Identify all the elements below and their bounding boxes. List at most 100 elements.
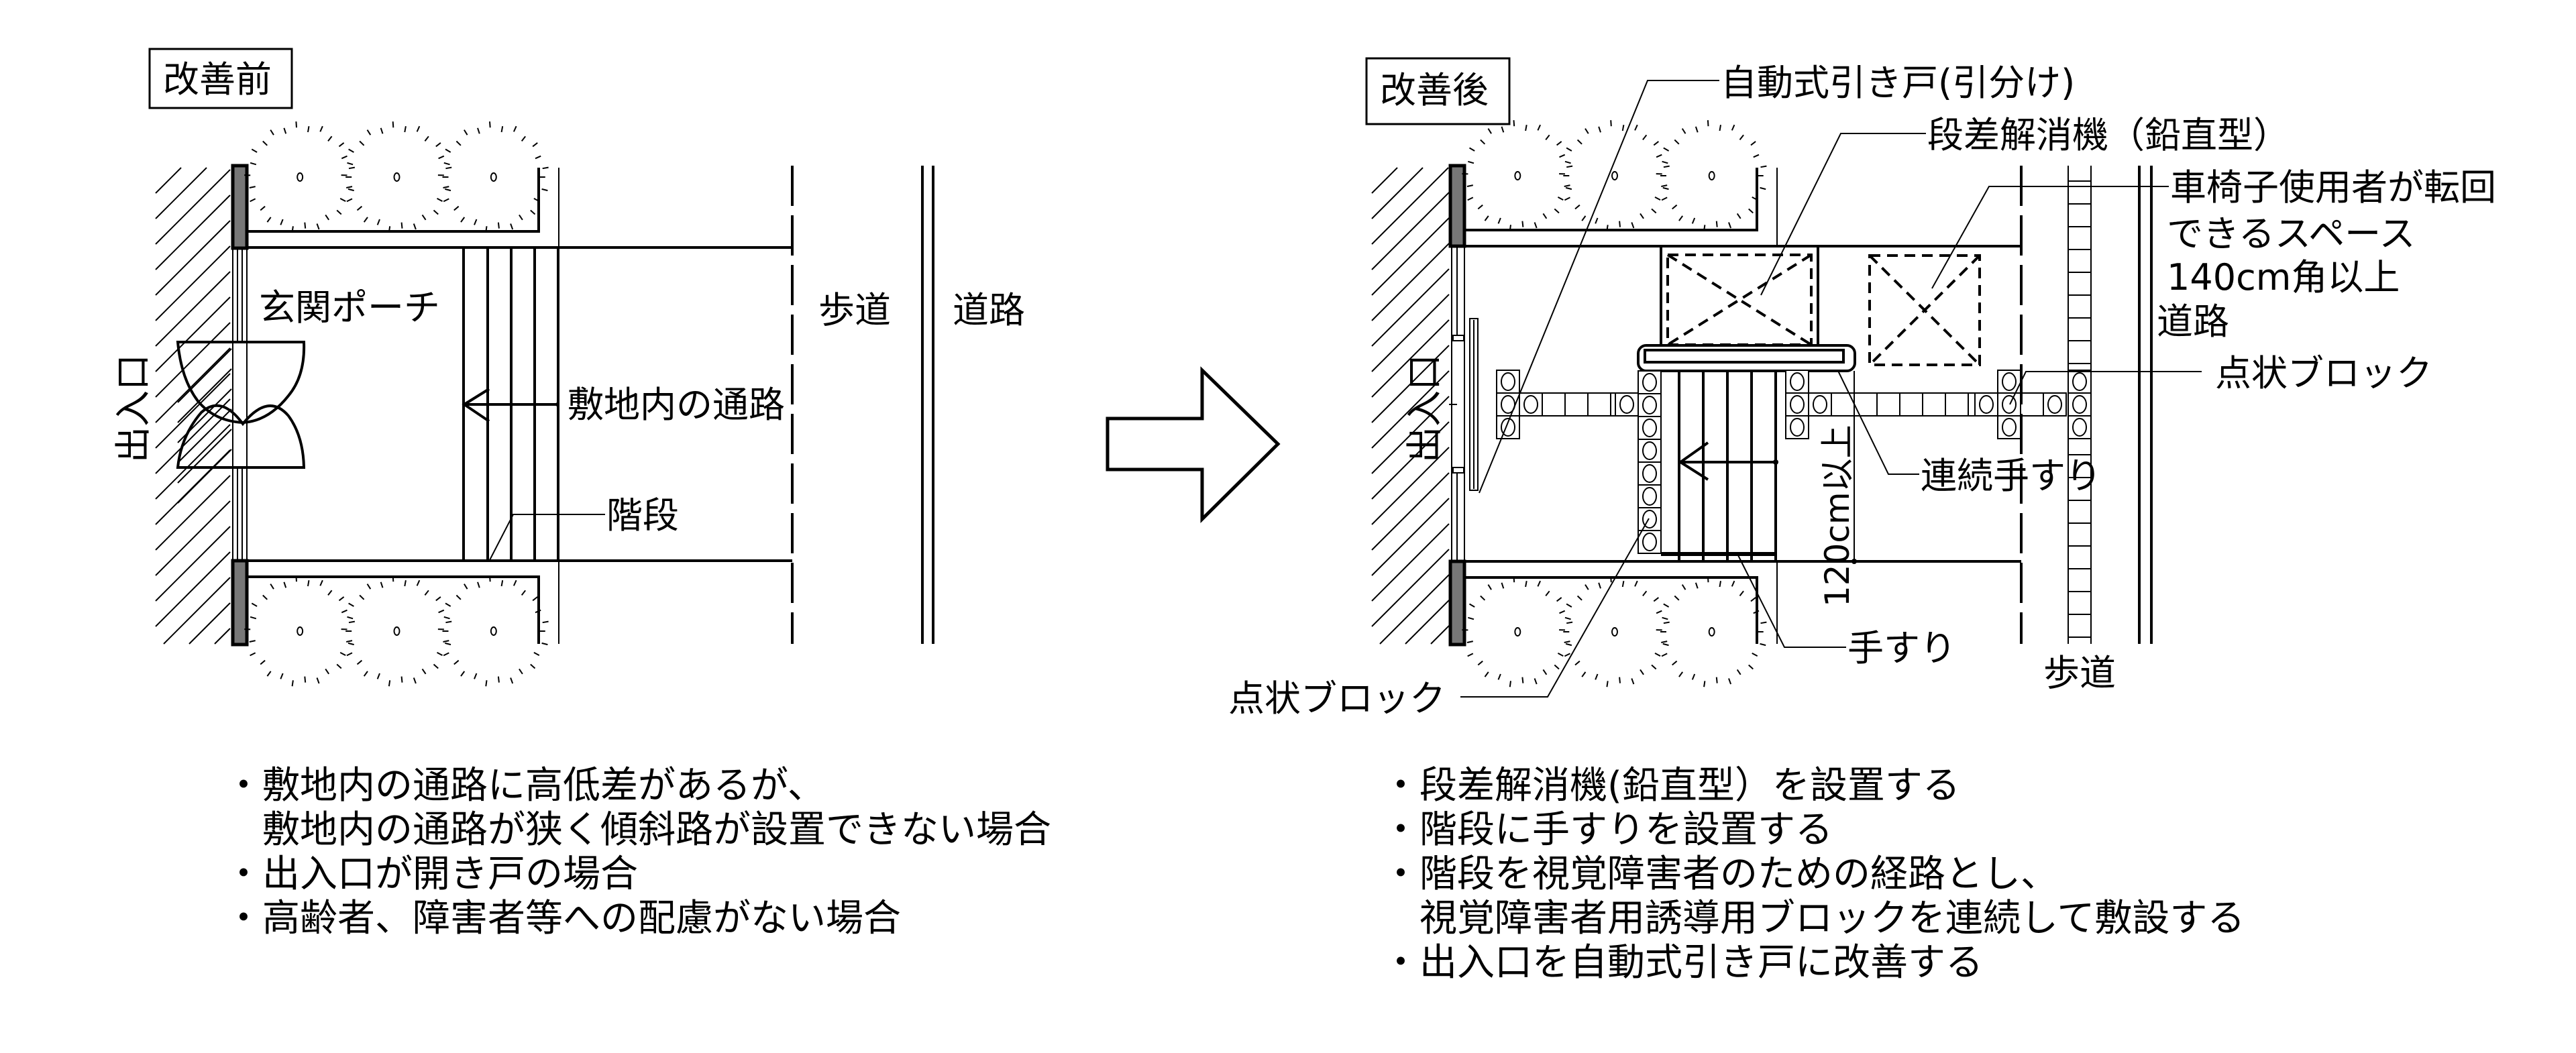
shrub-tick <box>325 214 330 221</box>
shrub-tick <box>249 186 256 188</box>
shrub-tick <box>260 659 266 665</box>
shrub-tick <box>1477 204 1483 210</box>
shrub-tick <box>1484 215 1489 221</box>
before-porch-label: 玄関ポーチ <box>259 286 440 329</box>
shrub-tick <box>424 135 429 142</box>
shrub-tick <box>1521 677 1524 683</box>
tactile-dot <box>1523 395 1538 414</box>
shrub-tick <box>1707 576 1709 583</box>
shrub-tick <box>260 205 266 211</box>
shrub-tick <box>510 677 514 684</box>
before-planter-upper <box>244 121 559 247</box>
shrub-tick <box>1621 125 1625 131</box>
shrub-tick <box>513 579 517 586</box>
shrub-tick <box>295 575 297 582</box>
shrub-tick <box>363 217 368 223</box>
shrub-tick <box>1642 590 1648 597</box>
shrub-tick <box>438 155 445 160</box>
door-hatch-line <box>177 408 232 463</box>
shrub-center <box>393 626 400 636</box>
after-sidewalk-label: 歩道 <box>2043 652 2116 694</box>
shrub-tick <box>1640 213 1644 219</box>
tactile-dot <box>1642 487 1657 506</box>
shrub-tick <box>1545 590 1550 597</box>
shrub-tick <box>521 135 526 142</box>
shrub-tick <box>1557 197 1564 201</box>
hatch-line <box>155 167 182 194</box>
shrub-tick <box>433 209 439 215</box>
shrub-tick <box>1739 590 1744 597</box>
shrub-center <box>1514 627 1521 636</box>
shrub-tick <box>295 121 297 128</box>
hatch-line <box>155 271 231 347</box>
hatch-line <box>1371 498 1450 576</box>
shrub-tick <box>497 676 500 683</box>
shrub-tick <box>1739 134 1744 141</box>
shrub-tick <box>316 223 320 230</box>
shrub-tick <box>1753 610 1760 614</box>
hatch-line <box>1379 574 1450 645</box>
shrub-tick <box>1513 576 1515 583</box>
shrub-tick <box>356 659 363 665</box>
turning-space-label-1: 車椅子使用者が転回 <box>2170 166 2496 209</box>
vertical-lift <box>1637 247 1856 372</box>
shrub-tick <box>497 222 500 229</box>
shrub-tick <box>1662 643 1669 647</box>
shrub-tick <box>262 594 268 600</box>
tactile-dot <box>1619 395 1634 414</box>
shrub-tick <box>1564 184 1570 187</box>
shrub-tick <box>348 602 354 607</box>
hatch-line <box>155 220 231 296</box>
hatch-line <box>1430 625 1450 645</box>
shrub-tick <box>266 217 272 223</box>
shrub-tick <box>1653 597 1660 602</box>
hatch-line <box>155 526 231 602</box>
after-title-frame <box>1365 57 1511 125</box>
tactile-line-block <box>1542 392 1566 417</box>
shrub-tick <box>460 217 466 223</box>
hatch-line <box>155 169 231 245</box>
shrub-tick <box>1565 643 1572 647</box>
shrub-tick <box>437 652 443 656</box>
shrub-tick <box>1466 641 1474 643</box>
hatch-line <box>163 577 231 645</box>
shrub-tick <box>464 584 468 590</box>
planter-edge <box>248 168 540 233</box>
tactile-dot <box>2002 372 2017 391</box>
shrub-tick <box>474 219 478 225</box>
shrub-tick <box>1468 147 1475 152</box>
hatch-line <box>1371 421 1450 500</box>
before-notes: ・敷地内の通路に高低差があるが、 敷地内の通路が狭く傾斜路が設置できない場合 ・… <box>225 764 1051 940</box>
shrub-tick <box>249 640 256 643</box>
door-hatch-line <box>177 348 232 403</box>
shrub-tick <box>1525 581 1527 588</box>
shrub-tick <box>1559 154 1566 158</box>
shrub-tick <box>1634 124 1638 131</box>
shrub-tick <box>388 680 391 687</box>
shrub-tick <box>519 214 523 221</box>
tactile-guide-blocks <box>1496 370 2092 554</box>
shrub-tick <box>1681 128 1686 134</box>
shrub-tick <box>1731 580 1735 587</box>
shrub-tick <box>339 652 346 656</box>
turning-space-label-3: 140cm角以上 <box>2167 256 2400 298</box>
shrub-tick <box>453 659 460 665</box>
shrub-tick <box>1719 125 1721 131</box>
hatch-line <box>1371 472 1450 551</box>
shrub-tick <box>1654 653 1661 657</box>
shrub-tick <box>1661 641 1668 643</box>
shrub-tick <box>455 594 462 600</box>
hatch-line <box>1371 294 1450 372</box>
hatch-line <box>1371 523 1450 602</box>
tactile-dot <box>1642 373 1657 392</box>
door-hatch-line <box>177 449 232 504</box>
shrub-tick <box>1525 125 1527 131</box>
before-panel: 改善前 <box>112 48 1051 940</box>
shrub-tick <box>1598 126 1601 133</box>
shrub-tick <box>1728 678 1732 685</box>
tactile-block-left-label: 点状ブロック <box>1228 677 1446 720</box>
shrub-center <box>490 172 497 182</box>
sidewalk-guide-blocks <box>2068 166 2092 644</box>
shrub-center <box>1708 627 1715 636</box>
